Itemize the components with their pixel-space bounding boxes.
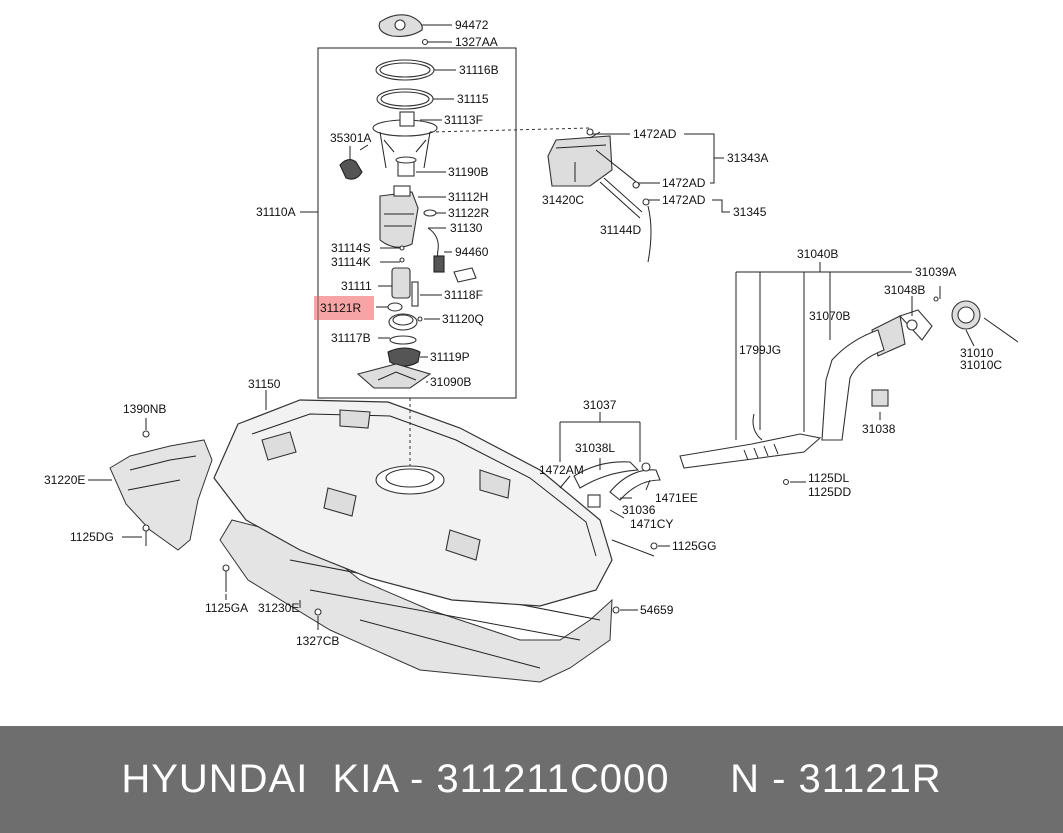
pump-module-parts [339, 14, 477, 389]
part-label: 31037 [583, 398, 617, 412]
part-label: 31114S [331, 241, 371, 255]
part-label: 31036 [622, 503, 656, 517]
part-label: 31190B [448, 165, 488, 179]
part-label: 31038 [862, 422, 896, 436]
part-label: 31010 [960, 346, 994, 360]
part-label: 31230E [258, 601, 299, 615]
part-label: 31220E [44, 473, 85, 487]
part-label: 31130 [450, 221, 483, 235]
part-label: 31113F [444, 113, 483, 127]
part-label: 31112H [448, 190, 488, 204]
part-label: 1799JG [739, 343, 781, 357]
part-label: 94472 [455, 18, 489, 32]
part-label: 1125GG [672, 539, 716, 553]
footer-text: HYUNDAI KIA - 311211C000 N - 31121R [121, 757, 942, 801]
part-label: 1125GA [205, 601, 248, 615]
part-label: 1125DL [808, 471, 849, 485]
part-number-footer: HYUNDAI KIA - 311211C000 N - 31121R [0, 726, 1063, 833]
part-label: 94460 [455, 245, 489, 259]
part-label: 31010C [960, 358, 1002, 372]
part-label: 1125DD [808, 485, 851, 499]
part-label: 31343A [727, 151, 768, 165]
parts-diagram: 94472 1327AA 31116B 31115 31113F 35301A … [44, 14, 1019, 683]
part-label: 31115 [457, 92, 489, 106]
part-label: 31038L [575, 441, 615, 455]
part-label: 35301A [330, 131, 371, 145]
highlight-label: 31121R [320, 301, 361, 315]
part-label: 1472AM [539, 463, 584, 477]
part-label: 31040B [797, 247, 838, 261]
part-label: 31110A [256, 205, 296, 219]
part-label: 1327AA [455, 35, 498, 49]
part-label: 31111 [341, 279, 372, 293]
part-label: 31070B [809, 309, 850, 323]
part-label: 1471CY [630, 517, 673, 531]
part-label: 1472AD [662, 176, 706, 190]
part-label: 1327CB [296, 634, 339, 648]
part-label: 31039A [915, 265, 956, 279]
part-label: 1125DG [70, 530, 114, 544]
part-label: 31118F [444, 288, 483, 302]
part-label: 31420C [542, 193, 584, 207]
part-label: 1472AD [633, 127, 677, 141]
part-label: 31048B [884, 283, 925, 297]
part-label: 31119P [430, 350, 470, 364]
part-label: 31114K [331, 255, 371, 269]
part-label: 1472AD [662, 193, 706, 207]
canister-assembly [429, 127, 652, 263]
filler-neck-assembly [558, 271, 1019, 508]
part-label: 31117B [331, 331, 371, 345]
pump-module-frame [317, 47, 517, 399]
part-label: 31090B [430, 375, 471, 389]
part-label: 31120Q [442, 312, 484, 326]
leader-lines [88, 24, 975, 630]
part-labels: 94472 1327AA 31116B 31115 31113F 35301A … [44, 18, 1002, 648]
part-label: 31345 [733, 205, 767, 219]
part-label: 31144D [600, 223, 641, 237]
fuel-tank [109, 398, 658, 683]
part-label: 1390NB [123, 402, 166, 416]
part-label: 31122R [448, 206, 489, 220]
part-label: 31116B [459, 63, 499, 77]
part-label: 1471EE [655, 491, 698, 505]
part-label: 54659 [640, 603, 674, 617]
part-label: 31150 [248, 377, 281, 391]
highlight-box [314, 296, 374, 320]
